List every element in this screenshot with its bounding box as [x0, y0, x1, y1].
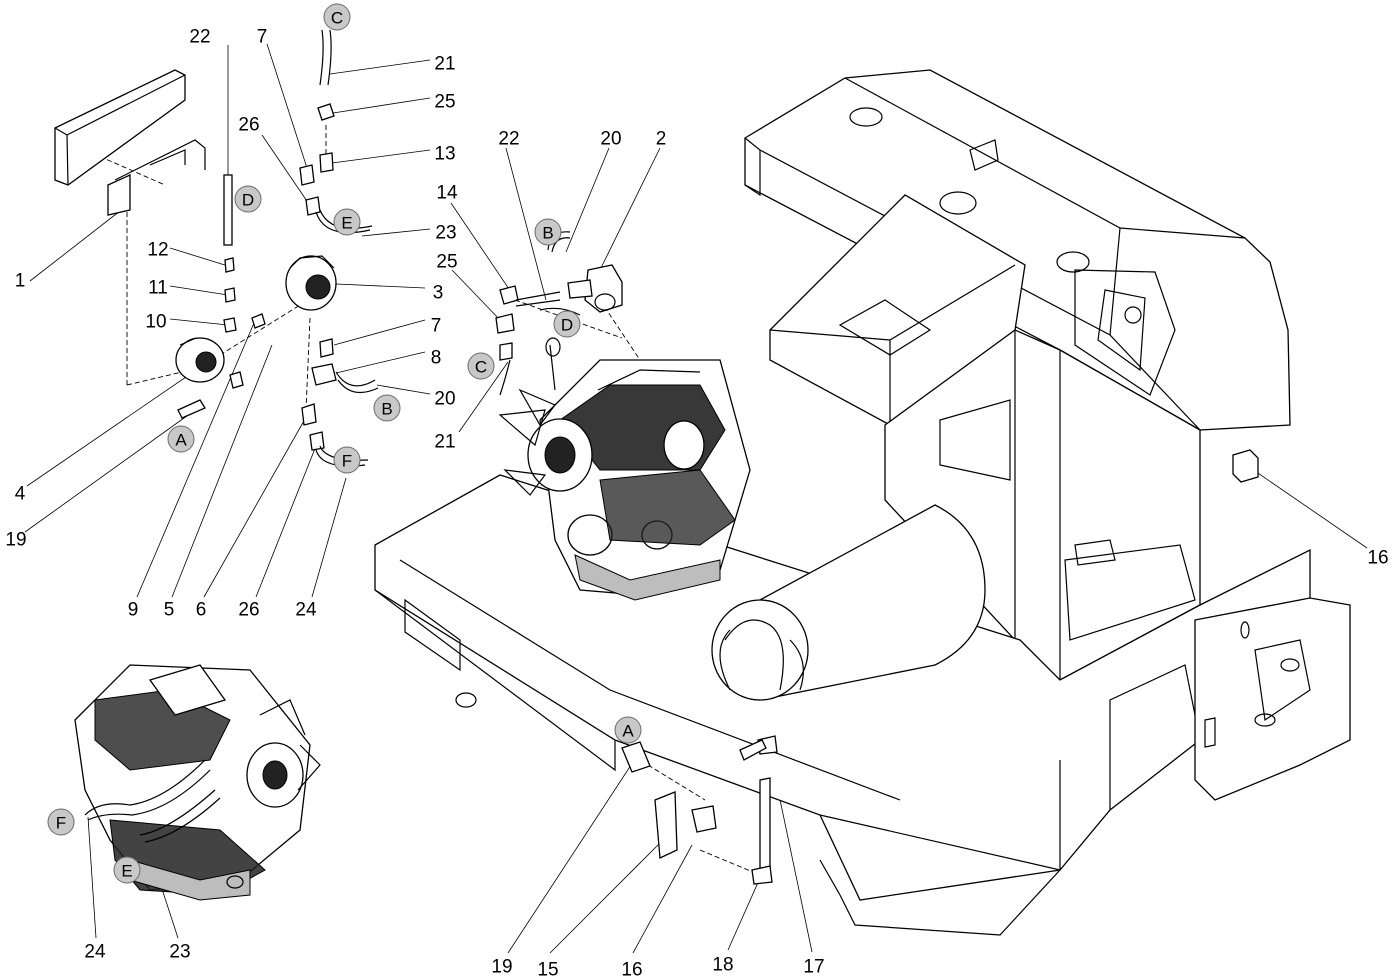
- connector-markers: C D E B D C B A F A F E: [47, 3, 642, 884]
- callout-number: 22: [498, 129, 519, 150]
- callout-number: 24: [295, 600, 317, 621]
- engine-secondary: [74, 664, 321, 901]
- callout-number: 11: [148, 278, 168, 299]
- connector-marker: D: [234, 185, 262, 213]
- callout-number: 2: [656, 129, 667, 150]
- connector-marker-letter: B: [542, 224, 553, 243]
- connector-marker-letter: C: [475, 358, 487, 377]
- connector-marker-letter: D: [561, 316, 573, 335]
- connector-marker: F: [333, 446, 361, 474]
- fuel-system-parts: [54, 29, 581, 467]
- callout-number: 21: [434, 54, 455, 75]
- connector-marker-letter: C: [331, 9, 343, 28]
- callout-number: 17: [803, 957, 824, 978]
- connector-marker: F: [47, 808, 75, 836]
- connector-marker: D: [553, 310, 581, 338]
- callout-number: 21: [434, 432, 455, 453]
- connector-marker-circle: [113, 856, 141, 884]
- callout-number: 22: [189, 27, 210, 48]
- connector-marker-circle: [234, 185, 262, 213]
- callout-number: 13: [434, 144, 455, 165]
- callout-number: 26: [238, 115, 259, 136]
- connector-marker-circle: [167, 425, 195, 453]
- connector-marker-circle: [47, 808, 75, 836]
- connector-marker-letter: F: [342, 452, 352, 471]
- callout-number: 23: [169, 942, 190, 963]
- callout-number: 12: [147, 240, 168, 261]
- connector-marker-letter: A: [175, 431, 187, 450]
- callout-number: 19: [5, 530, 26, 551]
- connector-marker-letter: B: [381, 400, 392, 419]
- callout-number: 18: [712, 955, 733, 976]
- connector-marker: C: [323, 3, 351, 31]
- callout-number: 10: [145, 312, 166, 333]
- machine-chassis: [374, 69, 1351, 936]
- callout-number: 14: [436, 183, 458, 204]
- callout-number: 26: [238, 600, 259, 621]
- connector-marker-circle: [614, 716, 642, 744]
- callout-number: 19: [491, 957, 512, 978]
- connector-marker: C: [467, 352, 495, 380]
- callout-number: 20: [600, 129, 621, 150]
- callout-number: 1: [15, 271, 26, 292]
- callout-number: 16: [1367, 548, 1388, 569]
- callout-number: 7: [257, 27, 268, 48]
- connector-marker-letter: E: [341, 214, 352, 233]
- callout-number: 5: [164, 600, 175, 621]
- callout-number: 16: [621, 960, 642, 980]
- connector-marker-circle: [553, 310, 581, 338]
- connector-marker-letter: D: [242, 191, 254, 210]
- connector-marker: B: [373, 394, 401, 422]
- engine-main: [498, 264, 751, 601]
- connector-marker-circle: [333, 446, 361, 474]
- leader-lines: [24, 43, 1368, 954]
- connector-marker-circle: [534, 218, 562, 246]
- callout-number: 7: [431, 316, 442, 337]
- callout-number: 25: [436, 252, 457, 273]
- callout-number: 8: [431, 348, 442, 369]
- connector-marker-letter: A: [622, 722, 634, 741]
- connector-marker: A: [167, 425, 195, 453]
- connector-marker: A: [614, 716, 642, 744]
- callout-number: 15: [537, 960, 558, 980]
- callout-number: 3: [433, 283, 444, 304]
- connector-marker: E: [333, 208, 361, 236]
- callout-number: 25: [434, 92, 455, 113]
- callout-number: 4: [15, 484, 26, 505]
- connector-marker-letter: E: [121, 862, 132, 881]
- callout-number: 6: [196, 600, 207, 621]
- connector-marker-circle: [323, 3, 351, 31]
- connector-marker-letter: F: [56, 814, 66, 833]
- connector-marker-circle: [373, 394, 401, 422]
- callout-number: 23: [435, 223, 456, 244]
- connector-marker: E: [113, 856, 141, 884]
- connector-marker: B: [534, 218, 562, 246]
- connector-marker-circle: [333, 208, 361, 236]
- callout-number: 9: [128, 600, 139, 621]
- callout-number: 24: [84, 942, 106, 963]
- connector-marker-circle: [467, 352, 495, 380]
- callout-number: 20: [434, 389, 455, 410]
